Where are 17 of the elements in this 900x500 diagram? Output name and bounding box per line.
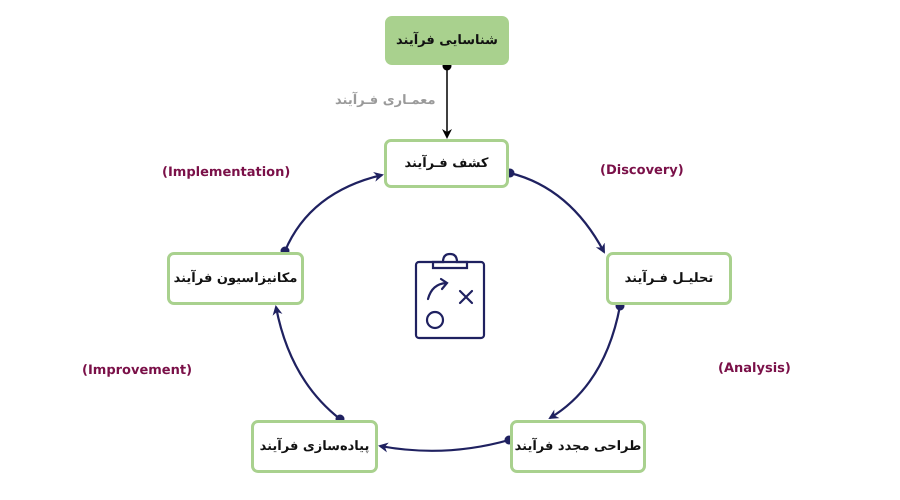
stage-label: (Discovery)	[600, 163, 684, 178]
process-box	[251, 420, 378, 473]
process-box	[167, 252, 304, 305]
box-label: کشف فـرآیند	[404, 156, 488, 171]
box-label: طراحی مجدد فرآیند	[514, 439, 642, 454]
box-label: شناسایی فرآیند	[396, 33, 498, 48]
process-box	[384, 139, 509, 188]
edge-label: معمـاری فـرآیند	[335, 92, 436, 108]
stage-label: (Implementation)	[162, 165, 290, 180]
stage-label: (Analysis)	[718, 361, 791, 376]
box-label: مکانیزاسیون فرآیند	[174, 271, 298, 286]
start-box	[385, 16, 509, 65]
stage-label: (Improvement)	[82, 363, 192, 378]
box-label: پیاده‌سازی فرآیند	[260, 439, 370, 454]
process-box	[606, 252, 732, 305]
box-label: تحلیـل فـرآیند	[624, 271, 714, 286]
process-box	[510, 420, 646, 473]
